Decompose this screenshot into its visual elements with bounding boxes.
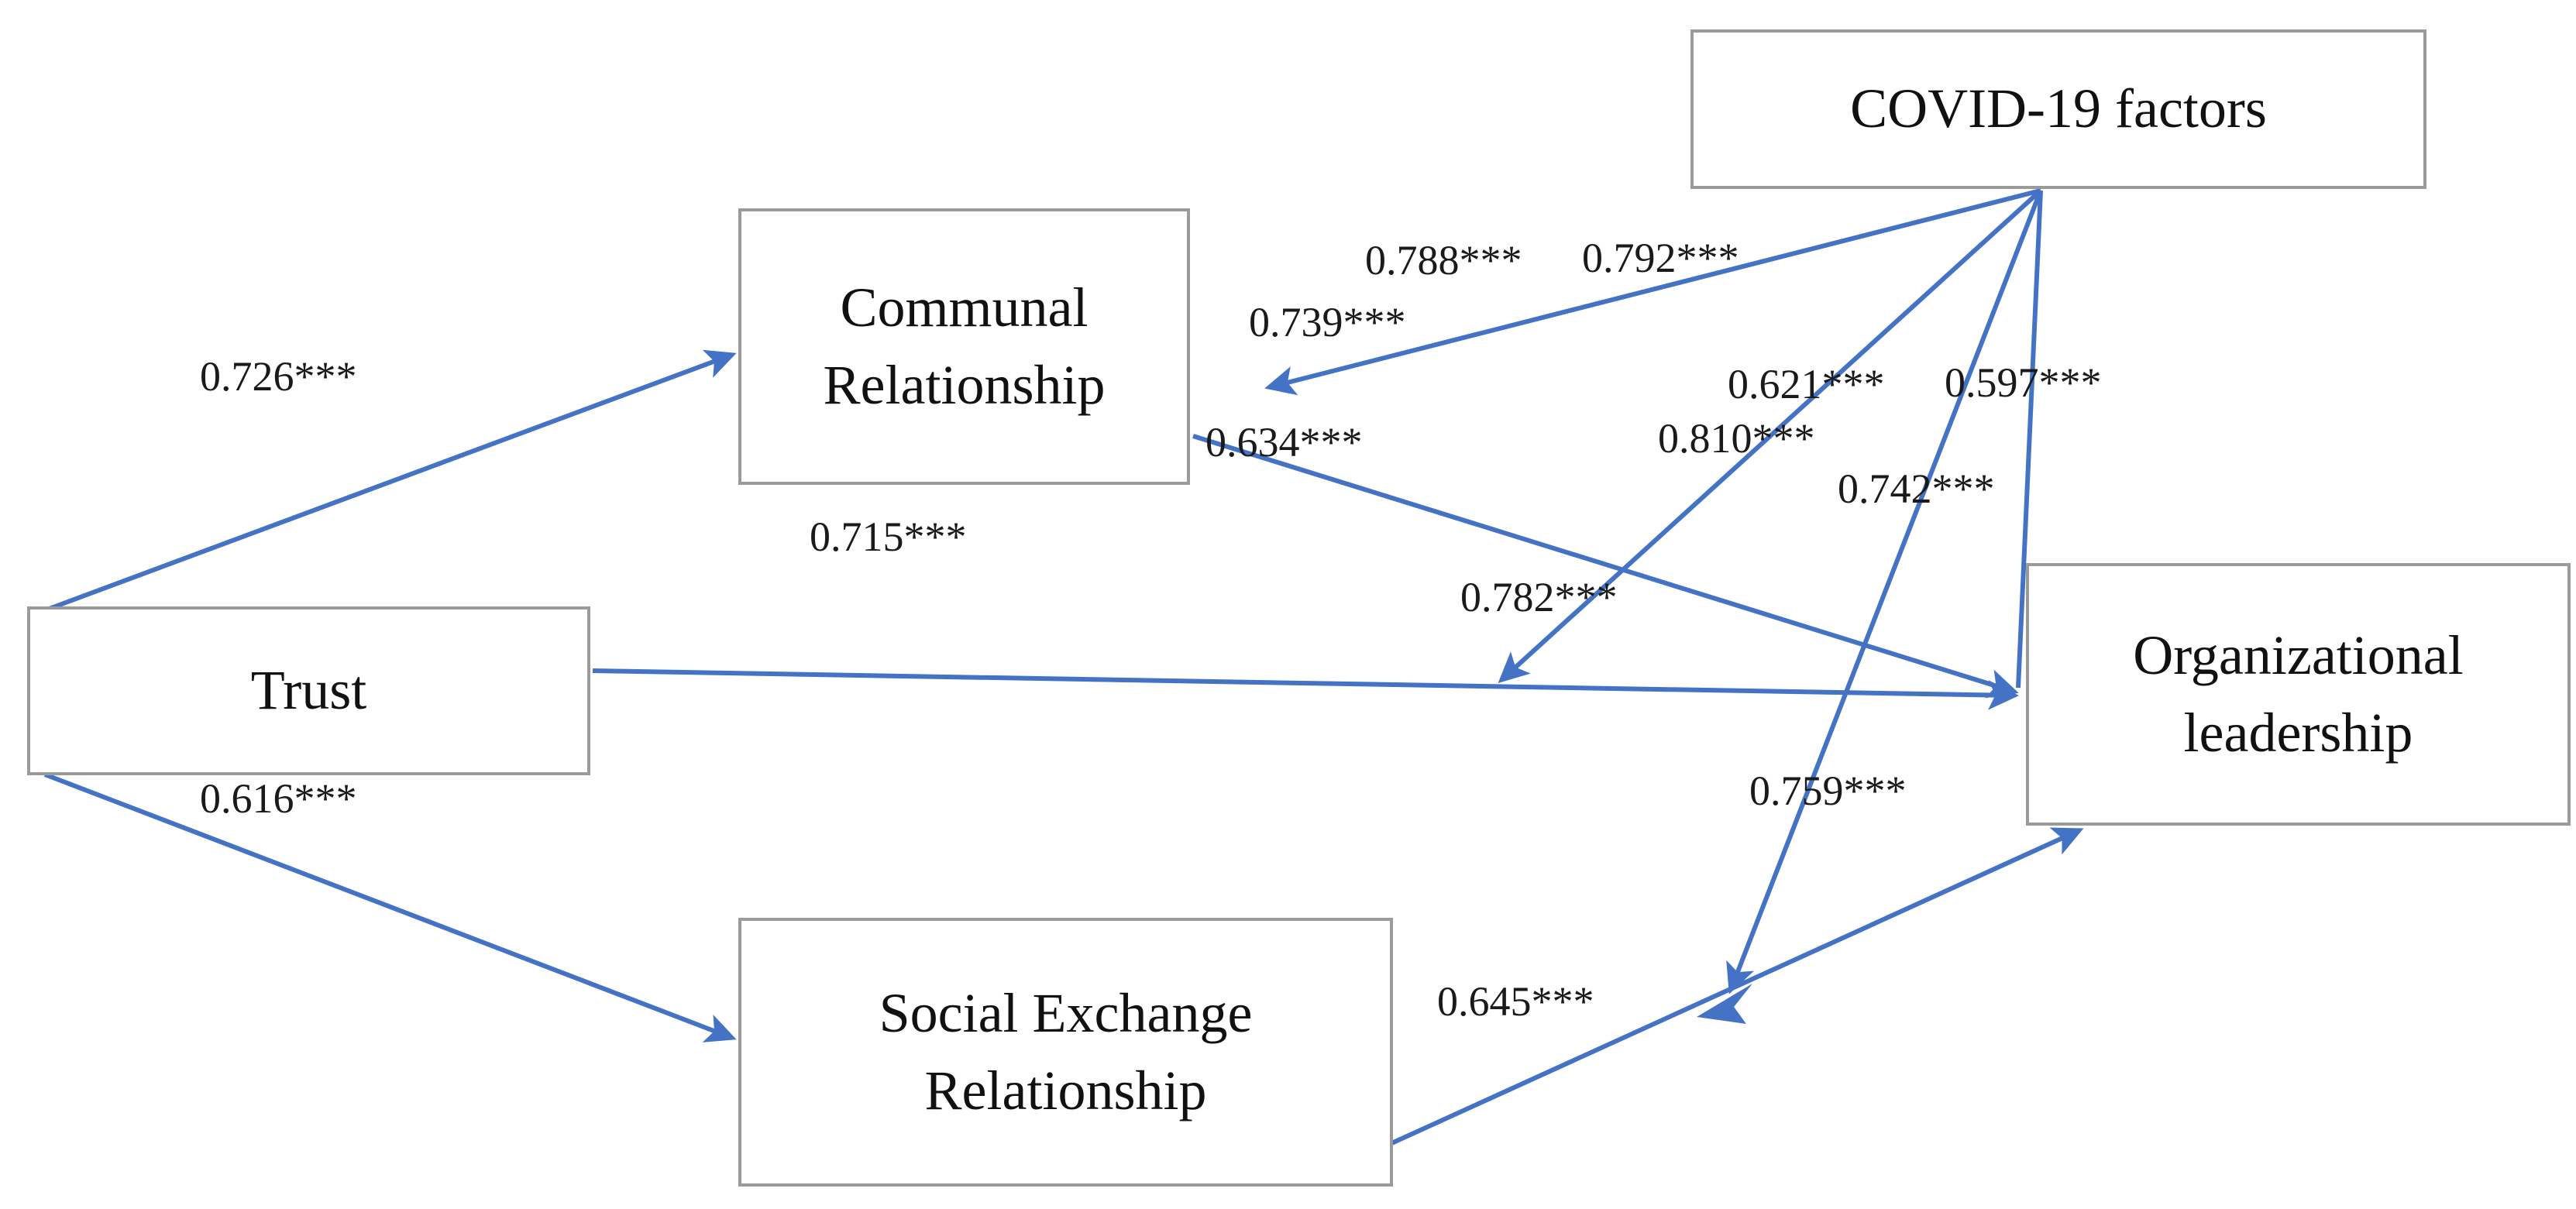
coefficient-label-621: 0.621*** bbox=[1728, 361, 1885, 407]
coefficient-label-759: 0.759*** bbox=[1749, 768, 1907, 814]
node-covid-19-factors-label: COVID-19 factors bbox=[1850, 77, 2267, 140]
node-organizational-leadership[interactable]: Organizational leadership bbox=[2026, 563, 2571, 826]
node-covid-19-factors[interactable]: COVID-19 factors bbox=[1690, 29, 2426, 189]
coefficient-label-715: 0.715*** bbox=[810, 513, 967, 560]
coefficient-label-616: 0.616*** bbox=[200, 775, 357, 822]
coefficient-label-726: 0.726*** bbox=[200, 353, 357, 400]
coefficient-label-782: 0.782*** bbox=[1460, 574, 1618, 620]
edge-covid-to-org-leadership bbox=[2016, 190, 2043, 689]
edge-covid-to-communal bbox=[1264, 188, 2041, 396]
coefficient-label-788: 0.788*** bbox=[1365, 237, 1522, 283]
coefficient-label-810: 0.810*** bbox=[1658, 415, 1815, 462]
node-trust[interactable]: Trust bbox=[27, 606, 590, 775]
edge-social-exchange-to-org-leadership bbox=[1387, 827, 2084, 1147]
edge-covid-to-lowerpoint bbox=[1726, 189, 2043, 994]
node-social-exchange-relationship-label: Social Exchange Relationship bbox=[879, 982, 1253, 1121]
coefficient-label-645: 0.645*** bbox=[1437, 978, 1594, 1025]
junction-arrowhead bbox=[1697, 984, 1752, 1024]
edge-trust-to-social-exchange bbox=[43, 772, 737, 1042]
edge-communal-to-org-leadership bbox=[1192, 434, 2019, 699]
coefficient-label-792: 0.792*** bbox=[1582, 235, 1739, 281]
coefficient-label-634: 0.634*** bbox=[1205, 419, 1363, 465]
node-trust-label: Trust bbox=[250, 659, 367, 722]
node-organizational-leadership-label: Organizational leadership bbox=[2133, 624, 2464, 764]
node-communal-relationship-label: Communal Relationship bbox=[823, 276, 1106, 416]
node-communal-relationship[interactable]: Communal Relationship bbox=[738, 208, 1190, 485]
coefficient-label-742: 0.742*** bbox=[1838, 465, 1995, 512]
edge-covid-to-midpoint bbox=[1498, 188, 2043, 684]
edge-trust-to-org-leadership bbox=[592, 668, 2019, 710]
edge-trust-to-communal bbox=[43, 349, 737, 613]
coefficient-label-739: 0.739*** bbox=[1249, 299, 1406, 345]
coefficient-label-597: 0.597*** bbox=[1945, 359, 2102, 406]
node-social-exchange-relationship[interactable]: Social Exchange Relationship bbox=[738, 918, 1393, 1187]
